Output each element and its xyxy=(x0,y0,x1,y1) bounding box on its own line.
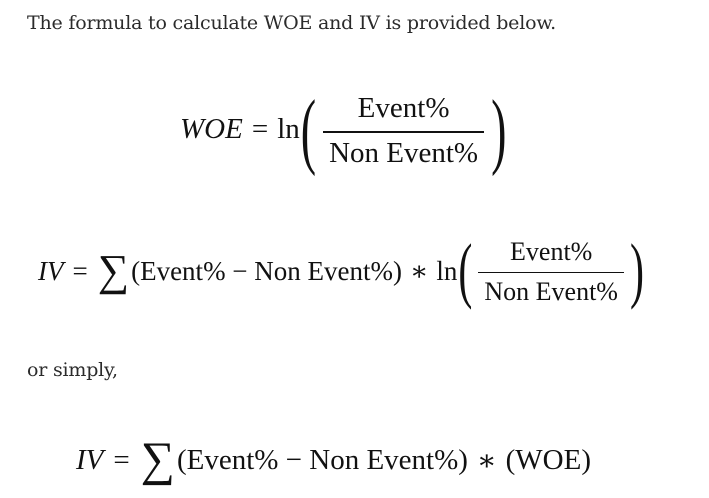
difference-term: (Event% − Non Event%) xyxy=(131,255,402,286)
fraction-denominator: Non Event% xyxy=(329,136,479,169)
or-simply-text: or simply, xyxy=(27,359,118,381)
fraction-denominator: Non Event% xyxy=(484,277,618,307)
left-paren: ( xyxy=(458,230,473,312)
woe-formula: WOE = ln ( Event% Non Event% ) xyxy=(180,82,507,176)
multiply-sign: ∗ xyxy=(476,444,497,477)
ln-function: ln xyxy=(277,112,300,145)
fraction-bar xyxy=(323,131,485,133)
fraction-numerator: Event% xyxy=(357,92,450,125)
woe-term: (WOE) xyxy=(505,443,591,476)
right-paren: ) xyxy=(491,81,507,177)
right-paren: ) xyxy=(629,230,644,312)
equals-sign: = xyxy=(113,443,130,476)
equals-sign: = xyxy=(251,112,269,145)
left-paren: ( xyxy=(300,81,317,177)
multiply-sign: ∗ xyxy=(410,255,429,286)
iv-symbol: IV xyxy=(38,255,64,286)
summation-sign: ∑ xyxy=(97,246,130,295)
woe-symbol: WOE xyxy=(180,112,243,145)
iv-fraction: Event% Non Event% xyxy=(478,237,624,306)
iv-formula: IV = ∑ (Event% − Non Event%) ∗ ln ( Even… xyxy=(38,229,645,313)
summation-sign: ∑ xyxy=(140,433,175,486)
intro-paragraph: The formula to calculate WOE and IV is p… xyxy=(27,12,556,34)
ln-function: ln xyxy=(436,255,458,286)
difference-term: (Event% − Non Event%) xyxy=(176,443,468,476)
woe-fraction: Event% Non Event% xyxy=(323,90,485,169)
fraction-bar xyxy=(478,271,624,274)
equals-sign: = xyxy=(72,255,88,286)
iv-symbol: IV xyxy=(76,443,104,476)
fraction-numerator: Event% xyxy=(510,236,593,266)
iv-simple-formula: IV = ∑ (Event% − Non Event%) ∗ (WOE) xyxy=(76,432,591,488)
